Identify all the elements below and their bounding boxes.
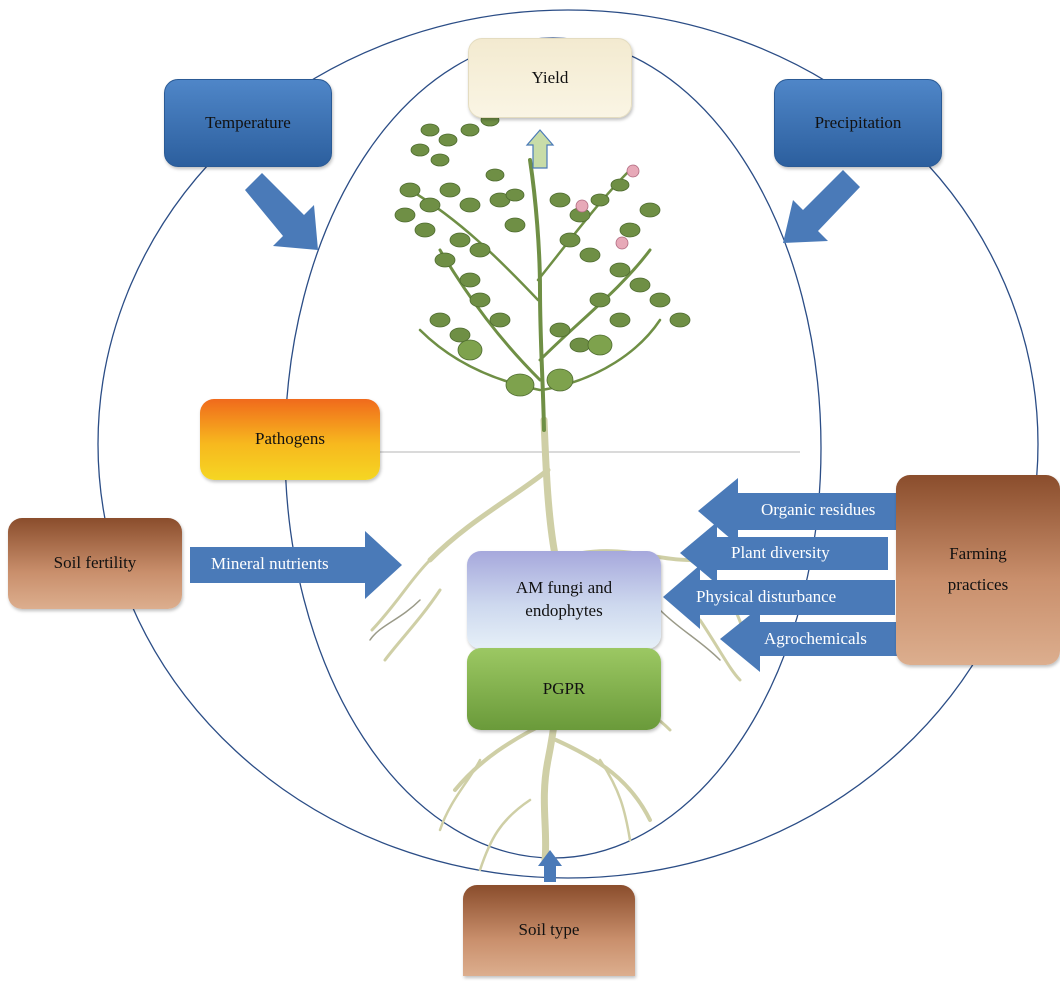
plant-diversity-label: Plant diversity [731, 543, 830, 562]
soil-fertility-node: Soil fertility [8, 518, 182, 609]
pgpr-label: PGPR [542, 678, 586, 698]
plant-leaves [394, 113, 691, 397]
pgpr-node: PGPR [467, 648, 661, 730]
physical-disturbance-label: Physical disturbance [696, 587, 837, 606]
soil-type-arrow [538, 850, 562, 882]
am-fungi-label-line1: AM fungi and [515, 578, 613, 598]
temperature-node: Temperature [164, 79, 332, 167]
am-fungi-label-line2: endophytes [525, 601, 603, 620]
farming-practices-label-line1: Farming [949, 544, 1007, 564]
mineral-nutrients-label: Mineral nutrients [211, 554, 329, 573]
outer-ellipse [97, 9, 1039, 879]
farming-practices-label-line2: practices [947, 575, 1009, 594]
temperature-arrow [245, 173, 318, 250]
soil-fertility-label: Soil fertility [53, 553, 137, 573]
plant-diversity-arrow [680, 522, 888, 584]
am-fungi-node: AM fungi and endophytes [467, 551, 661, 649]
yield-label: Yield [531, 67, 569, 87]
pathogens-label: Pathogens [255, 429, 325, 449]
plant-flowers [575, 164, 640, 250]
precipitation-arrow [783, 170, 860, 243]
farming-practices-node: Farming practices [896, 475, 1060, 665]
organic-residues-arrow [698, 478, 900, 545]
temperature-label: Temperature [205, 112, 291, 132]
yield-node: Yield [468, 38, 632, 118]
pathogens-node: Pathogens [200, 399, 380, 480]
organic-residues-label: Organic residues [761, 500, 876, 519]
soil-type-label: Soil type [518, 920, 580, 940]
yield-arrow [525, 129, 555, 169]
agrochemicals-arrow [720, 607, 898, 672]
plant-stems [408, 158, 662, 432]
precipitation-label: Precipitation [814, 112, 902, 132]
mineral-nutrients-arrow [190, 531, 402, 599]
agrochemicals-label: Agrochemicals [764, 629, 867, 648]
precipitation-node: Precipitation [774, 79, 942, 167]
physical-disturbance-arrow [663, 565, 895, 629]
soil-type-node: Soil type [463, 885, 635, 976]
